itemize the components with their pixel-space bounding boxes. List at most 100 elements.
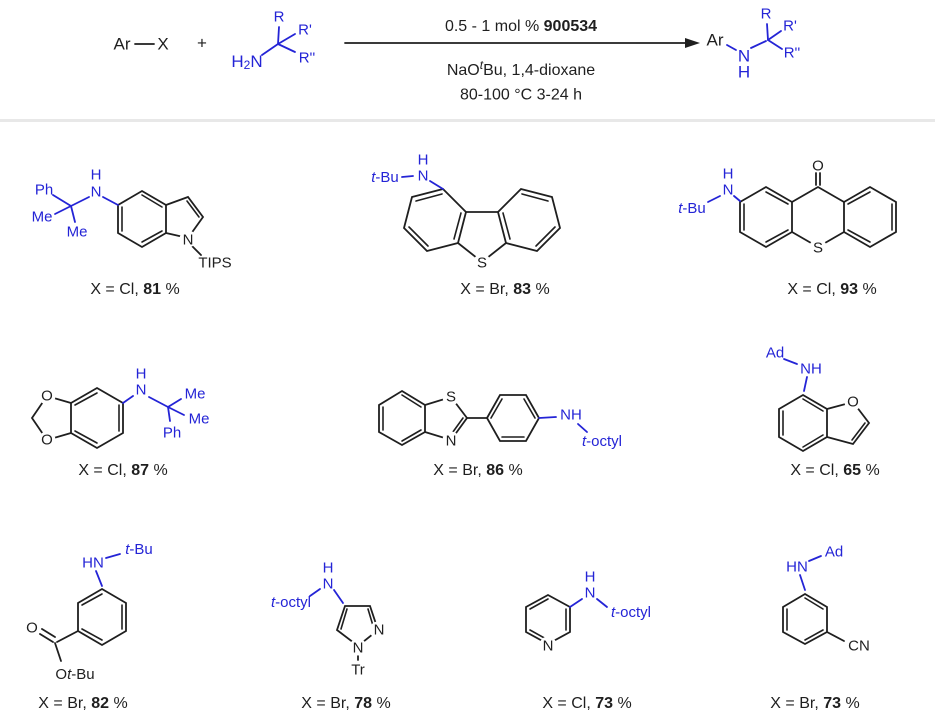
n-aryl-bond xyxy=(122,395,134,404)
reaction-equation: Ar X + H2N R R' R'' 0.5 - 1 mol % 900534… xyxy=(114,6,801,104)
c-me-bond xyxy=(167,406,185,416)
percent-text: % xyxy=(109,695,128,712)
n-ad-bond xyxy=(808,555,822,562)
bond xyxy=(277,26,280,45)
bond xyxy=(726,44,737,51)
percent-text: % xyxy=(161,281,180,298)
double-bond xyxy=(804,597,824,610)
double-bond xyxy=(415,193,443,202)
o-label: O xyxy=(812,158,824,175)
h-label: H xyxy=(723,166,734,183)
hn-label: HN xyxy=(786,559,808,576)
me-label: Me xyxy=(32,209,53,226)
double-bond xyxy=(81,628,103,641)
halide-text: X = Cl, xyxy=(790,462,844,479)
yield-value: 93 xyxy=(840,281,859,298)
c-o-double xyxy=(39,633,54,643)
double-bond xyxy=(847,191,871,205)
aryl-carbonyl-bond xyxy=(56,630,79,643)
double-bond xyxy=(74,392,98,406)
double-bond xyxy=(401,394,422,408)
tr-label: Tr xyxy=(351,662,365,679)
pyrazole-ring xyxy=(335,605,380,648)
reaction-conditions: 0.5 - 1 mol % 900534 NaOtBu, 1,4-dioxane… xyxy=(445,18,597,104)
n-c-bond xyxy=(148,396,169,408)
ring-n-label: N xyxy=(543,638,554,655)
s-label: S xyxy=(813,240,823,257)
product-r-label: R xyxy=(761,6,772,23)
double-bond xyxy=(453,212,462,240)
double-bond xyxy=(141,194,163,208)
halide-text: X = Br, xyxy=(460,281,514,298)
s-label: S xyxy=(477,255,487,272)
c-n-bond xyxy=(70,196,90,207)
ring-n-label: N xyxy=(183,232,194,249)
yield-value: 81 xyxy=(143,281,162,298)
yield-value: 83 xyxy=(513,281,532,298)
o-label: O xyxy=(847,394,859,411)
double-bond xyxy=(502,212,511,240)
tips-label: TIPS xyxy=(198,255,231,272)
skeleton-bonds xyxy=(778,393,871,453)
x-label: X xyxy=(157,35,168,54)
ring-n2-label: N xyxy=(374,622,385,639)
ad-label: Ad xyxy=(766,345,784,362)
label-mask xyxy=(38,387,56,405)
double-bond xyxy=(408,226,429,247)
cn-label: CN xyxy=(848,638,870,655)
compound-7-structure: HN t-Bu O Ot-Bu xyxy=(26,541,153,683)
bond xyxy=(767,39,783,50)
n-toctyl-bond xyxy=(577,423,588,433)
product-ar-label: Ar xyxy=(707,31,724,50)
label-mask xyxy=(473,254,491,272)
toctyl-label: t-octyl xyxy=(271,594,311,611)
h-label: H xyxy=(418,152,429,169)
benzene-ring xyxy=(117,189,167,249)
aryl-halide-reactant: Ar X + xyxy=(114,34,208,54)
me-label: Me xyxy=(185,386,206,403)
reaction-arrow xyxy=(344,38,700,48)
r-label: R xyxy=(274,9,285,26)
toctyl-label: t-octyl xyxy=(611,604,651,621)
double-bond xyxy=(765,229,789,243)
n-tips-bond xyxy=(191,245,202,256)
label-mask xyxy=(369,621,387,639)
h-label: H xyxy=(585,569,596,586)
h2n-label: H2N xyxy=(231,52,262,73)
amine-bonds xyxy=(569,598,608,608)
n-tbu-bond xyxy=(105,553,121,559)
n-aryl-bond xyxy=(803,376,808,392)
r-double-prime-label: R'' xyxy=(299,50,316,67)
compound-8-structure: N N Tr H N t-octyl xyxy=(271,560,387,679)
right-benzene xyxy=(843,185,897,249)
h-label: H xyxy=(91,167,102,184)
halide-text: X = Br, xyxy=(433,462,487,479)
double-bond xyxy=(81,593,103,606)
c-me-bond xyxy=(167,398,182,408)
compound-4-structure: O O H N Me Me Ph xyxy=(30,366,209,450)
left-benzene xyxy=(403,188,467,252)
yield-caption: X = Br, 78 % xyxy=(301,695,390,713)
skeleton-bonds xyxy=(782,592,845,646)
ph-label: Ph xyxy=(35,182,53,199)
n-aryl-bond xyxy=(538,416,557,419)
compound-10-structure: HN Ad CN xyxy=(782,544,870,655)
otbu-label: Ot-Bu xyxy=(55,666,94,683)
compound-5-structure: S N NH t-octyl xyxy=(378,388,622,450)
arrow-head xyxy=(685,38,700,48)
c-ph-bond xyxy=(167,406,171,422)
yield-value: 87 xyxy=(131,462,150,479)
percent-text: % xyxy=(861,462,880,479)
yield-caption: X = Br, 86 % xyxy=(433,462,522,480)
halide-text: X = Cl, xyxy=(90,281,144,298)
label-mask xyxy=(38,431,56,449)
double-bond xyxy=(802,398,824,412)
yield-value: 73 xyxy=(595,695,614,712)
compound-3-structure: t-Bu H N O S xyxy=(678,158,897,257)
product-r-prime-label: R' xyxy=(783,18,797,35)
r-prime-label: R' xyxy=(298,22,312,39)
halide-text: X = Cl, xyxy=(542,695,596,712)
bond xyxy=(766,23,769,41)
tbu-label: t-Bu xyxy=(125,541,153,558)
label-mask xyxy=(809,239,827,257)
